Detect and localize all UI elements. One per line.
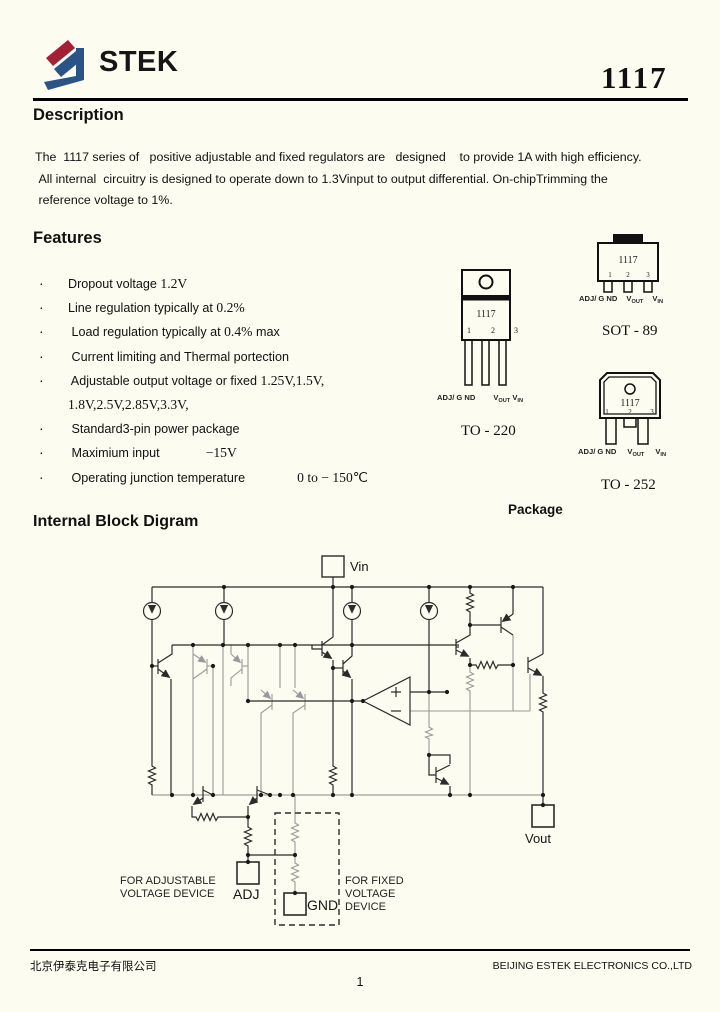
feature-item: · Load regulation typically at 0.4% max	[39, 323, 280, 340]
header-rule	[33, 98, 688, 101]
sot89-pin-labels: ADJ/ G ND VOUT VIN	[579, 294, 663, 305]
svg-text:2: 2	[626, 271, 630, 279]
to252-pin-labels: ADJ/ G ND VOUT VIN	[578, 447, 666, 458]
company-name-cn: 北京伊泰克电子有限公司	[30, 961, 157, 973]
svg-text:3: 3	[646, 271, 650, 279]
svg-text:3: 3	[650, 408, 654, 416]
to220-name: TO - 220	[461, 423, 516, 439]
features-list: ·Dropout voltage 1.2V ·Line regulation t…	[33, 271, 453, 489]
company-name-en: BEIJING ESTEK ELECTRONICS CO.,LTD	[492, 960, 692, 972]
gnd-label: GND	[307, 897, 339, 913]
feature-item: · Adjustable output voltage or fixed 1.2…	[39, 371, 325, 388]
svg-text:2: 2	[491, 326, 495, 335]
footer-rule	[30, 949, 690, 951]
fixed-device-note: FOR FIXED VOLTAGE DEVICE	[345, 875, 404, 913]
features-heading: Features	[33, 229, 102, 247]
to252-drawing	[599, 372, 661, 445]
svg-text:3: 3	[514, 326, 518, 335]
description-body: The 1117 series of positive adjustable a…	[35, 150, 642, 207]
feature-item: ·Dropout voltage 1.2V	[39, 275, 188, 291]
to252-name: TO - 252	[601, 477, 656, 493]
vout-label: Vout	[525, 831, 552, 846]
sot89-drawing: 1117 1 2 3	[597, 234, 659, 293]
to252-marking: 1117	[620, 398, 639, 409]
svg-text:2: 2	[628, 408, 632, 416]
adj-label: ADJ	[233, 886, 260, 902]
brand-name: STEK	[99, 46, 179, 78]
to220-pin-labels: ADJ/ G ND VOUT VIN	[437, 393, 523, 404]
stek-logo-icon	[44, 40, 84, 90]
sot89-marking: 1117	[618, 255, 637, 266]
sot89-name: SOT - 89	[602, 323, 658, 339]
svg-text:1: 1	[467, 326, 471, 335]
description-heading: Description	[33, 106, 124, 124]
feature-item: · Current limiting and Thermal portectio…	[39, 347, 289, 364]
part-number-title: 1117	[601, 60, 668, 95]
svg-text:1: 1	[605, 408, 609, 416]
feature-item: · Standard3-pin power package	[39, 420, 240, 437]
feature-item: ·Line regulation typically at 0.2%	[39, 299, 245, 316]
package-heading: Package	[508, 502, 563, 517]
svg-text:1: 1	[608, 271, 612, 279]
to220-marking: 1117	[476, 309, 495, 320]
vin-label: Vin	[350, 559, 369, 574]
diagram-heading: Internal Block Digram	[33, 513, 199, 530]
feature-item-continuation: ·1.8V,2.5V,2.85V,3.3V,	[68, 396, 189, 412]
adjustable-device-note: FOR ADJUSTABLE VOLTAGE DEVICE	[120, 875, 216, 900]
page-number: 1	[356, 975, 364, 989]
feature-item: · Maximium input−15V	[39, 444, 237, 461]
